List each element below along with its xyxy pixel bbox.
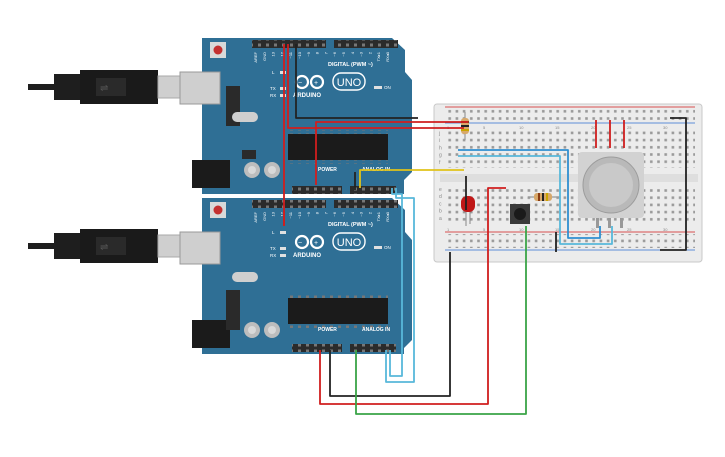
digital-pin-label: TX▸1 xyxy=(376,51,381,61)
digital-pin-label: 7 xyxy=(323,51,328,54)
resistor-right xyxy=(528,193,560,201)
digital-pin-label: ~3 xyxy=(359,51,364,56)
svg-text:RX: RX xyxy=(270,93,276,98)
usb-cable-top: ⇌ xyxy=(28,70,181,104)
column-number: 30 xyxy=(663,125,668,130)
gas-sensor xyxy=(578,152,644,228)
red-led xyxy=(461,196,475,226)
svg-text:L: L xyxy=(272,70,275,75)
column-number: 20 xyxy=(591,125,596,130)
digital-pin-label: 13 xyxy=(271,51,276,56)
digital-pin-label: 12 xyxy=(279,51,284,56)
digital-pin-label: RX◂0 xyxy=(385,211,390,222)
pushbutton xyxy=(510,204,530,224)
microcontroller-chip xyxy=(288,298,388,324)
digital-pin-label: 4 xyxy=(350,211,355,214)
row-letter: h xyxy=(439,145,442,151)
row-letter: d xyxy=(439,194,442,200)
svg-text:POWER: POWER xyxy=(318,167,337,173)
svg-text:−: − xyxy=(298,240,302,247)
svg-text:ON: ON xyxy=(384,245,391,250)
digital-pin-label: ~11 xyxy=(288,211,293,218)
digital-pin-label: ~5 xyxy=(341,51,346,56)
svg-text:L: L xyxy=(272,230,275,235)
digital-pin-label: ~5 xyxy=(341,211,346,216)
digital-pin-label: ~9 xyxy=(306,211,311,216)
brand-label: ARDUINO xyxy=(293,253,321,259)
digital-pin-label: 13 xyxy=(271,211,276,216)
digital-pin-label: 12 xyxy=(279,211,284,216)
svg-text:⇌: ⇌ xyxy=(100,242,108,253)
svg-text:⇌: ⇌ xyxy=(100,83,108,94)
digital-pin-label: ~9 xyxy=(306,51,311,56)
svg-text:TX: TX xyxy=(270,86,276,91)
row-letter: b xyxy=(439,209,442,215)
row-letter: j xyxy=(438,131,440,137)
digital-pin-label: ~10 xyxy=(297,211,302,219)
digital-pin-label: ~6 xyxy=(332,51,337,56)
digital-pin-label: ~11 xyxy=(288,51,293,58)
row-letter: i xyxy=(439,138,440,144)
row-letter: e xyxy=(439,187,442,193)
digital-pin-label: RX◂0 xyxy=(385,51,390,62)
svg-text:ANALOG IN: ANALOG IN xyxy=(362,327,390,333)
digital-header-label: DIGITAL (PWM ~) xyxy=(328,222,373,228)
digital-pin-label: 7 xyxy=(323,211,328,214)
column-number: 15 xyxy=(555,125,560,130)
svg-text:ON: ON xyxy=(384,85,391,90)
microcontroller-chip xyxy=(288,134,388,160)
column-number: 5 xyxy=(483,227,486,232)
model-label: UNO xyxy=(337,237,362,249)
column-number: 25 xyxy=(627,125,632,130)
digital-pin-label: 2 xyxy=(367,211,372,214)
digital-pin-label: 8 xyxy=(315,51,320,54)
svg-text:−: − xyxy=(298,80,302,87)
row-letter: a xyxy=(439,216,442,222)
column-number: 30 xyxy=(663,227,668,232)
wires xyxy=(283,44,687,415)
column-number: 10 xyxy=(519,125,524,130)
digital-header-label: DIGITAL (PWM ~) xyxy=(328,62,373,68)
digital-pin-label: ~10 xyxy=(297,51,302,59)
digital-pin-label: 4 xyxy=(350,51,355,54)
svg-text:+: + xyxy=(314,240,318,247)
column-number: 5 xyxy=(483,125,486,130)
arduino-logo: − + ARDUINO UNO xyxy=(293,232,366,259)
digital-pin-label: AREF xyxy=(253,51,258,62)
svg-text:POWER: POWER xyxy=(318,327,337,333)
digital-pin-label: ~6 xyxy=(332,211,337,216)
svg-text:RX: RX xyxy=(270,253,276,258)
column-number: 15 xyxy=(555,227,560,232)
column-number: 25 xyxy=(627,227,632,232)
usb-cable-bottom: ⇌ xyxy=(28,229,181,263)
status-leds: L TX RX xyxy=(270,230,286,258)
svg-text:TX: TX xyxy=(270,246,276,251)
digital-pin-label: 8 xyxy=(315,211,320,214)
digital-pin-label: AREF xyxy=(253,211,258,222)
column-number: 20 xyxy=(591,227,596,232)
brand-label: ARDUINO xyxy=(293,93,321,99)
model-label: UNO xyxy=(337,77,362,89)
row-letter: f xyxy=(439,160,441,166)
status-leds: L TX RX xyxy=(270,70,286,98)
digital-pin-label: TX▸1 xyxy=(376,211,381,221)
digital-pin-label: ~3 xyxy=(359,211,364,216)
digital-pin-label: GND xyxy=(262,52,267,61)
svg-text:+: + xyxy=(314,80,318,87)
column-number: 10 xyxy=(519,227,524,232)
row-letter: g xyxy=(439,153,442,159)
digital-pin-label: 2 xyxy=(367,51,372,54)
row-letter: c xyxy=(439,201,442,207)
digital-pin-label: GND xyxy=(262,212,267,221)
column-number: 1 xyxy=(447,227,450,232)
